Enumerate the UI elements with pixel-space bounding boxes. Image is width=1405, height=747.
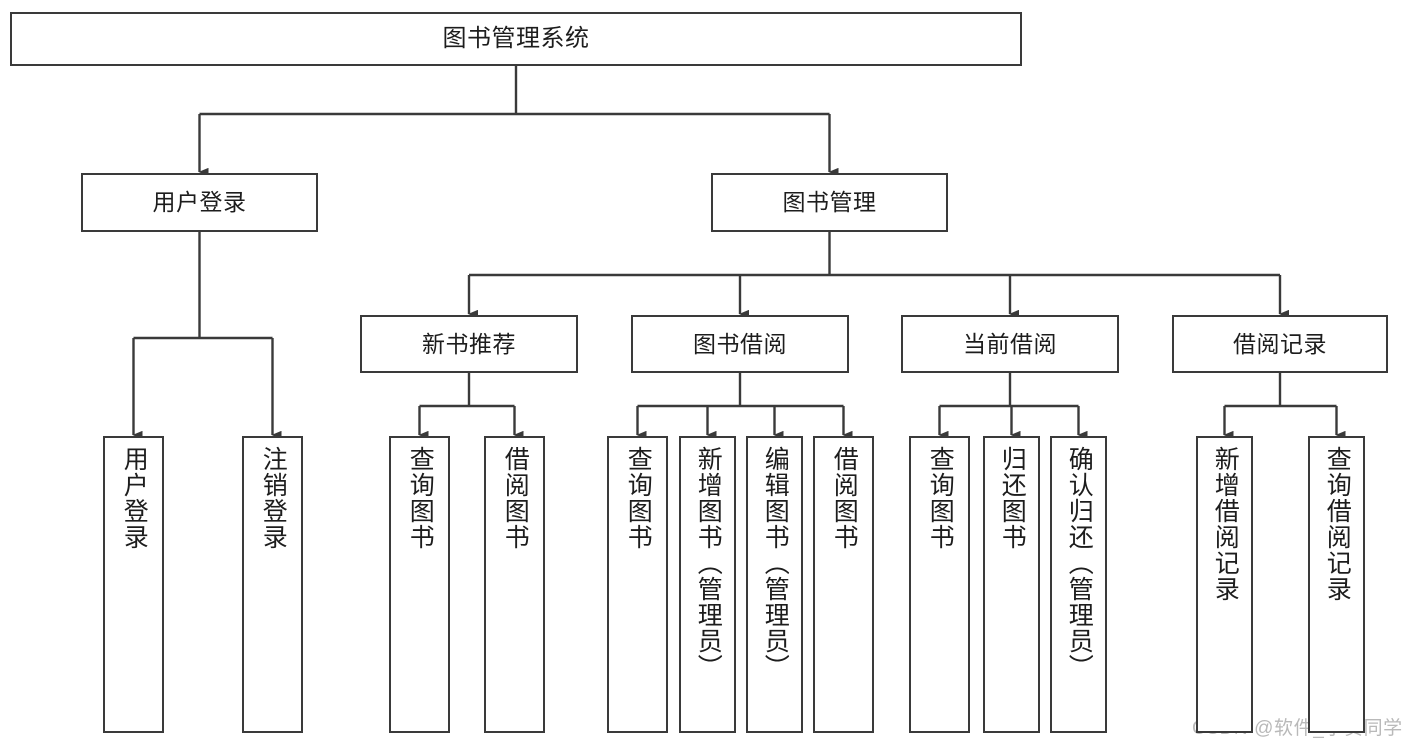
node-book-manage[interactable]: 图书管理 (711, 173, 948, 232)
node-label: 图书管理系统 (442, 25, 590, 53)
connector-lines (132, 66, 1346, 440)
node-leaf-query-book-cur[interactable]: 查询图书 (909, 436, 970, 733)
node-leaf-query-book[interactable]: 查询图书 (607, 436, 668, 733)
node-label: 当前借阅 (963, 330, 1057, 357)
node-label: 查询图书 (926, 446, 955, 550)
node-label: 新增图书（管理员） (694, 446, 723, 680)
node-label: 查询图书 (624, 446, 653, 550)
node-label: 图书借阅 (693, 330, 787, 357)
node-leaf-return-book[interactable]: 归还图书 (983, 436, 1040, 733)
node-label: 借阅图书 (830, 446, 859, 550)
node-leaf-add-record[interactable]: 新增借阅记录 (1196, 436, 1253, 733)
node-leaf-borrow-book[interactable]: 借阅图书 (813, 436, 874, 733)
node-label: 编辑图书（管理员） (761, 446, 790, 680)
node-label: 确认归还（管理员） (1065, 446, 1094, 680)
node-label: 查询借阅记录 (1323, 446, 1352, 602)
node-leaf-borrow-book-rec[interactable]: 借阅图书 (484, 436, 545, 733)
node-leaf-confirm-return[interactable]: 确认归还（管理员） (1050, 436, 1107, 733)
node-current-borrow[interactable]: 当前借阅 (901, 315, 1119, 373)
node-new-book-rec[interactable]: 新书推荐 (360, 315, 578, 373)
node-label: 归还图书 (998, 446, 1027, 550)
node-label: 注销登录 (259, 446, 288, 550)
node-book-borrow[interactable]: 图书借阅 (631, 315, 849, 373)
node-label: 借阅记录 (1233, 330, 1327, 357)
node-leaf-logout[interactable]: 注销登录 (242, 436, 303, 733)
node-label: 新书推荐 (422, 330, 516, 357)
node-label: 用户登录 (152, 189, 247, 216)
node-leaf-edit-book[interactable]: 编辑图书（管理员） (746, 436, 803, 733)
node-leaf-query-record[interactable]: 查询借阅记录 (1308, 436, 1365, 733)
node-borrow-record[interactable]: 借阅记录 (1172, 315, 1388, 373)
node-root[interactable]: 图书管理系统 (10, 12, 1022, 66)
node-label: 用户登录 (120, 446, 149, 550)
node-leaf-query-book-rec[interactable]: 查询图书 (389, 436, 450, 733)
node-label: 借阅图书 (501, 446, 530, 550)
node-label: 图书管理 (782, 189, 877, 216)
node-leaf-user-login[interactable]: 用户登录 (103, 436, 164, 733)
node-label: 新增借阅记录 (1211, 446, 1240, 602)
node-leaf-add-book[interactable]: 新增图书（管理员） (679, 436, 736, 733)
node-user-login[interactable]: 用户登录 (81, 173, 318, 232)
node-label: 查询图书 (406, 446, 435, 550)
